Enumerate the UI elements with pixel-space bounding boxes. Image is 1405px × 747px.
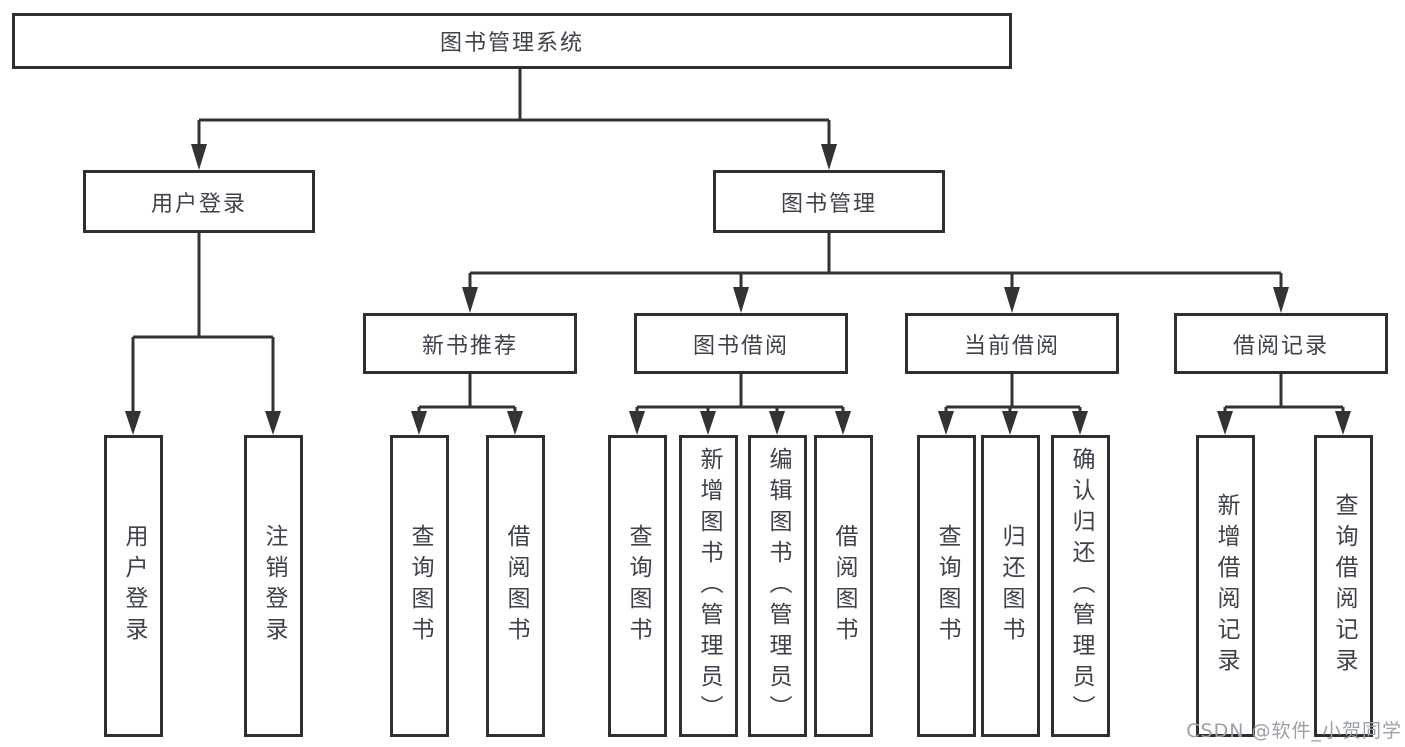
leaf-return-book: 归还图书 [981, 435, 1040, 737]
leaf-add-borrow-record: 新增借阅记录 [1196, 435, 1255, 737]
leaf-confirm-return-admin: 确认归还（管理员） [1051, 435, 1110, 737]
csdn-watermark: CSDN @软件_小贺同学 [1186, 720, 1402, 742]
node-label: 图书管理系统 [439, 31, 584, 56]
node-label: 注销登录 [261, 524, 287, 648]
node-library-management-system: 图书管理系统 [12, 13, 1012, 69]
node-label: 查询图书 [407, 524, 433, 648]
node-label: 用户登录 [121, 524, 147, 648]
leaf-user-login: 用户登录 [104, 435, 163, 737]
leaf-edit-book-admin: 编辑图书（管理员） [748, 435, 807, 737]
node-book-management: 图书管理 [713, 170, 945, 233]
node-user-login: 用户登录 [83, 170, 315, 233]
node-label: 新书推荐 [421, 333, 518, 359]
node-label: 确认归还（管理员） [1068, 446, 1094, 726]
node-label: 查询图书 [934, 524, 960, 648]
node-label: 查询借阅记录 [1331, 493, 1357, 679]
leaf-logout: 注销登录 [244, 435, 303, 737]
node-label: 查询图书 [625, 524, 651, 648]
node-label: 当前借阅 [963, 333, 1060, 359]
leaf-query-books-current: 查询图书 [917, 435, 976, 737]
node-label: 新增图书（管理员） [696, 446, 722, 726]
node-label: 图书管理 [780, 191, 877, 217]
node-label: 借阅图书 [831, 524, 857, 648]
leaf-borrow-books-borrowing: 借阅图书 [814, 435, 873, 737]
node-label: 借阅记录 [1232, 333, 1329, 359]
leaf-borrow-books-recommend: 借阅图书 [486, 435, 545, 737]
node-label: 新增借阅记录 [1213, 493, 1239, 679]
leaf-query-books-recommend: 查询图书 [390, 435, 449, 737]
leaf-query-borrow-record: 查询借阅记录 [1314, 435, 1373, 737]
leaf-add-book-admin: 新增图书（管理员） [679, 435, 738, 737]
node-label: 编辑图书（管理员） [765, 446, 791, 726]
node-label: 借阅图书 [503, 524, 529, 648]
leaf-query-books-borrowing: 查询图书 [608, 435, 667, 737]
node-label: 用户登录 [150, 191, 247, 217]
arrowheads [125, 144, 1351, 435]
node-borrowing-records: 借阅记录 [1174, 313, 1388, 374]
node-label: 归还图书 [998, 524, 1024, 648]
node-label: 图书借阅 [692, 333, 789, 359]
node-book-borrowing: 图书借阅 [634, 313, 848, 374]
node-current-borrowing: 当前借阅 [905, 313, 1119, 374]
node-new-book-recommendation: 新书推荐 [363, 313, 577, 374]
